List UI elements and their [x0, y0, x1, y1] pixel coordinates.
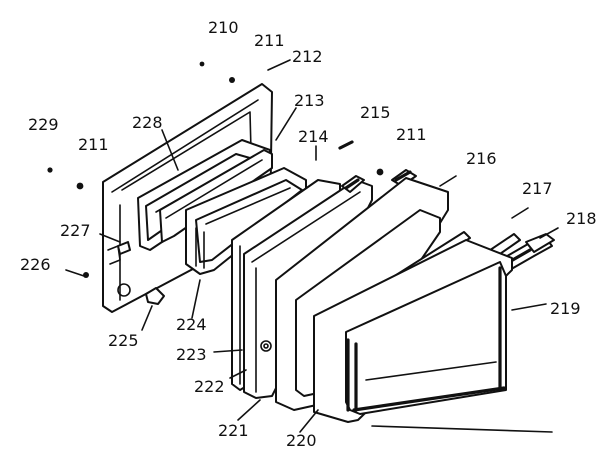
label-221: 221 [218, 421, 249, 440]
label-220: 220 [286, 431, 317, 450]
screw-211c-dot [376, 168, 384, 176]
clip-225 [145, 287, 165, 305]
screw-215 [338, 140, 354, 150]
label-210: 210 [208, 18, 239, 37]
label-219: 219 [550, 299, 581, 318]
label-227: 227 [60, 221, 91, 240]
label-228: 228 [132, 113, 163, 132]
screw-226-dot [83, 272, 89, 278]
screw-210-dot [199, 61, 205, 67]
part-219-frame [313, 239, 513, 423]
label-213: 213 [294, 91, 325, 110]
label-225: 225 [108, 331, 139, 350]
label-226: 226 [20, 255, 51, 274]
screw-parts [47, 61, 384, 305]
screw-229-dot [47, 167, 53, 173]
label-215: 215 [360, 103, 391, 122]
label-211-top: 211 [254, 31, 285, 50]
label-218: 218 [566, 209, 597, 228]
part-labels: 210 211 212 213 228 229 211 214 215 211 … [20, 18, 597, 450]
label-217: 217 [522, 179, 553, 198]
label-222: 222 [194, 377, 225, 396]
part-hinge-blocks [341, 169, 417, 193]
label-211-mid: 211 [396, 125, 427, 144]
screw-211b-dot [76, 182, 84, 190]
screw-211-dot [229, 77, 235, 83]
leader-lines [65, 59, 559, 433]
label-229: 229 [28, 115, 59, 134]
label-224: 224 [176, 315, 207, 334]
part-224-spacer [185, 167, 307, 275]
label-211-left: 211 [78, 135, 109, 154]
clip-227 [117, 241, 131, 255]
label-214: 214 [298, 127, 329, 146]
label-216: 216 [466, 149, 497, 168]
label-223: 223 [176, 345, 207, 364]
label-212: 212 [292, 47, 323, 66]
